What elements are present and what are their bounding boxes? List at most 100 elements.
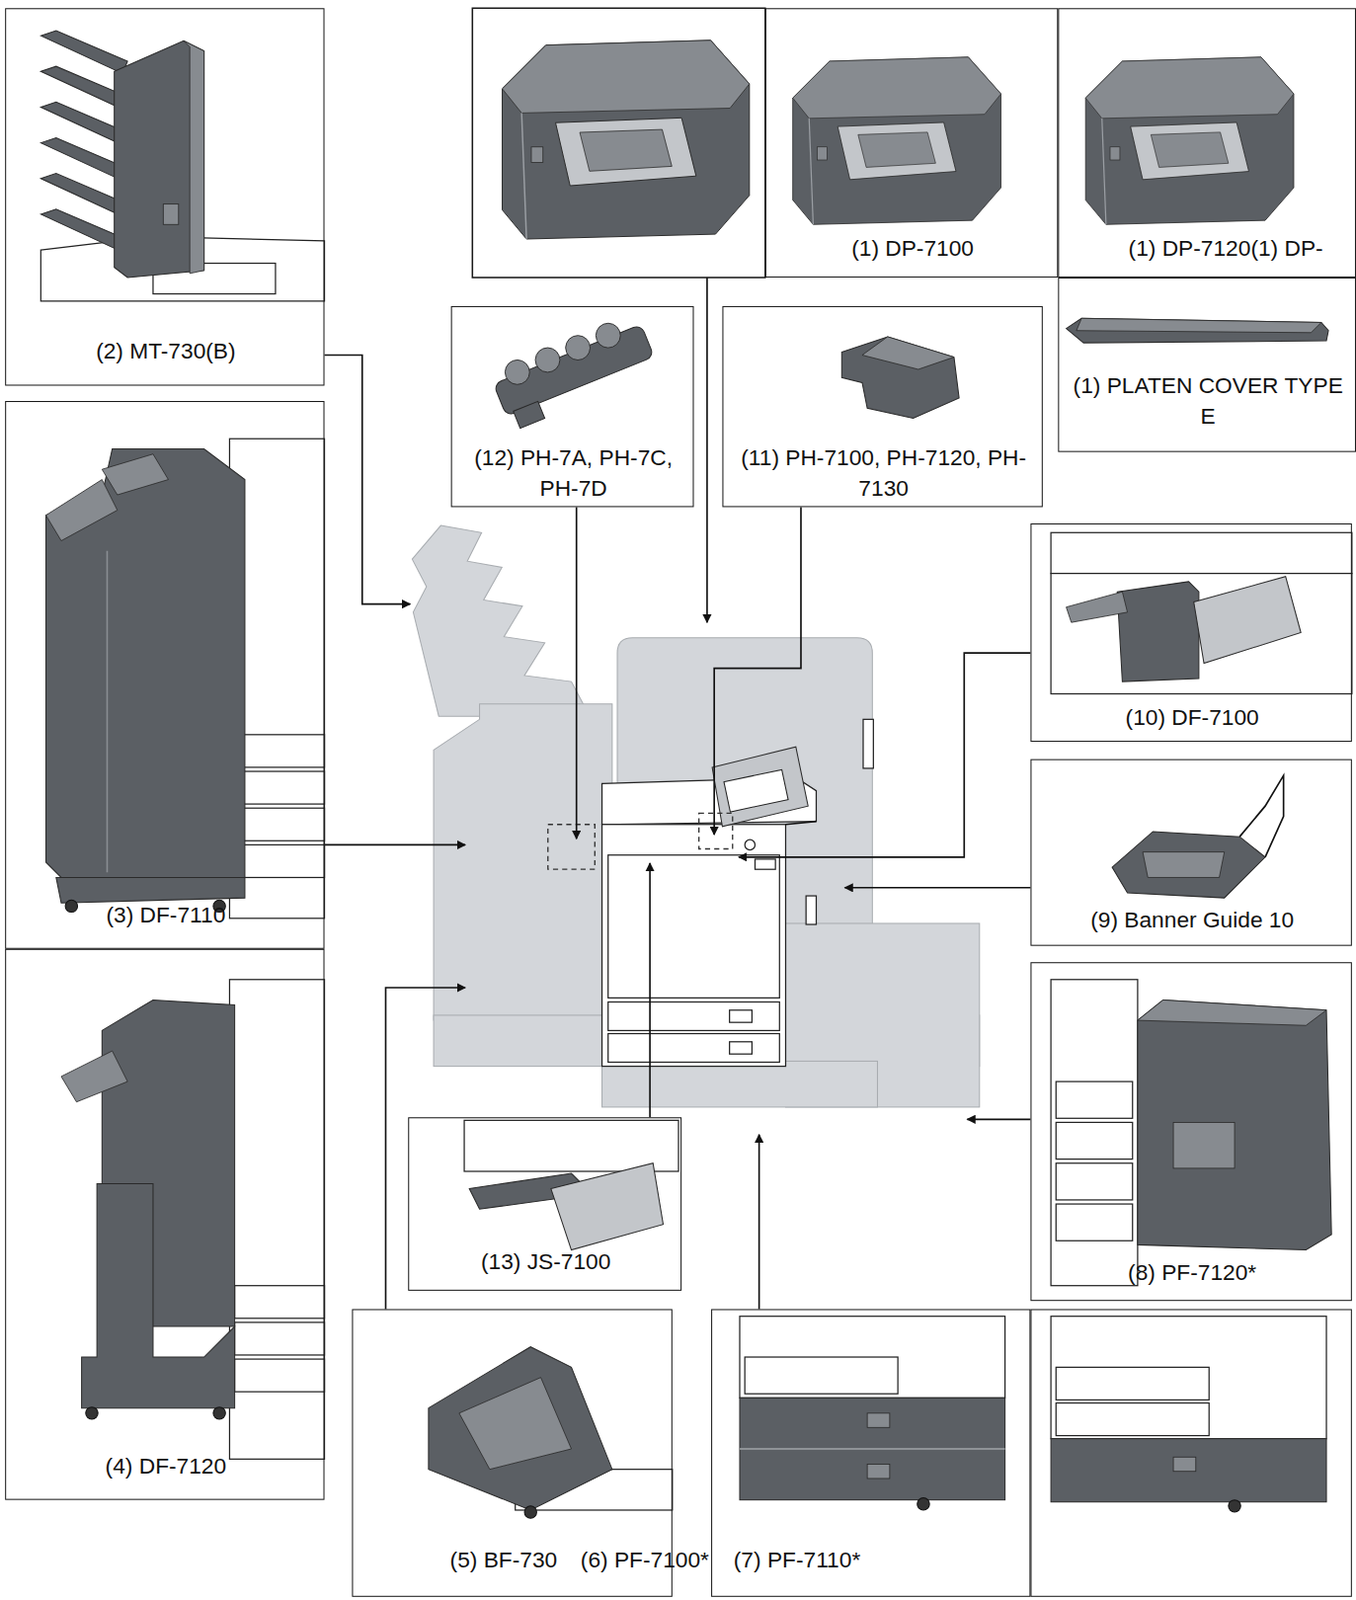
finisher-tray <box>1066 591 1128 623</box>
side-latch <box>863 718 874 769</box>
leader-arrow <box>706 277 709 623</box>
part-label: (1) DP-7100 <box>766 234 1059 265</box>
power-button <box>744 839 755 850</box>
leader-arrow <box>575 506 578 839</box>
cassette <box>1055 1163 1132 1200</box>
punch-body <box>493 323 655 416</box>
finisher-tray <box>61 1050 128 1103</box>
machine-drawing <box>548 718 875 1066</box>
paper-feeder <box>1050 1438 1327 1503</box>
cassette <box>744 1356 898 1394</box>
booklet-folder <box>428 1347 613 1511</box>
drawer-handle <box>867 1463 890 1478</box>
finisher-silhouette <box>433 704 613 1021</box>
platen-cover-top <box>1076 318 1322 332</box>
punch-gear <box>501 356 534 389</box>
caster <box>524 1506 537 1518</box>
option-panel: (3) DF-7110 <box>4 400 324 950</box>
drawer-handle <box>1173 1456 1197 1471</box>
option-panel: (9) Banner Guide 10 <box>1030 759 1352 947</box>
leader-arrow <box>714 506 801 835</box>
large-feeder-window <box>1173 1121 1235 1168</box>
cassette <box>235 844 325 878</box>
banner-guide <box>1112 831 1266 898</box>
cassette <box>235 1358 325 1392</box>
part-label: (4) DF-7120 <box>5 1450 325 1482</box>
leader-arrow <box>758 1134 761 1310</box>
banner-guide-inner <box>1142 852 1225 878</box>
adf-illustration <box>502 40 750 240</box>
finisher-leg <box>81 1183 236 1408</box>
caster <box>1228 1500 1241 1513</box>
finisher-base <box>56 877 245 903</box>
option-panel: (4) DF-7120 <box>4 949 324 1501</box>
cassette <box>235 771 325 804</box>
cassette <box>1055 1081 1132 1118</box>
part-label: (9) Banner Guide 10 <box>1031 904 1353 936</box>
install-position <box>548 824 596 870</box>
caster <box>65 899 78 912</box>
machine-body <box>602 824 787 1067</box>
large-feeder-top <box>1137 999 1327 1026</box>
machine-outline <box>464 1119 679 1172</box>
leader-arrow <box>966 1117 1031 1120</box>
mailbox-silhouette <box>411 525 590 717</box>
paper-feeder <box>739 1397 1006 1500</box>
indicator <box>754 859 776 870</box>
cassette <box>1055 1121 1132 1159</box>
cassette-handle <box>729 1041 753 1054</box>
leader-arrow <box>648 863 651 1117</box>
control-panel <box>1194 576 1301 664</box>
cassette <box>1055 1203 1132 1241</box>
caster <box>917 1498 930 1511</box>
part-label: (7) PF-7110* <box>733 1544 861 1576</box>
banner-wire <box>1239 775 1283 858</box>
mailbox-side <box>183 40 205 274</box>
part-label: (13) JS-7100 <box>408 1246 683 1277</box>
leader-arrow <box>324 844 467 847</box>
finisher-body <box>45 449 244 878</box>
machine-outline <box>1050 532 1353 573</box>
install-position <box>699 812 733 849</box>
machine-outline <box>739 1316 1006 1399</box>
part-label: (2) MT-730(B) <box>5 335 325 367</box>
punch-foot <box>513 400 546 428</box>
option-panel: (12) PH-7A, PH-7C, PH-7D <box>451 306 695 508</box>
part-label: (5) BF-730 <box>450 1544 559 1576</box>
caster <box>85 1407 98 1420</box>
cassette <box>235 734 325 768</box>
drawer-handle <box>867 1413 890 1428</box>
punch-gear <box>561 331 594 364</box>
control-panel <box>551 1163 664 1251</box>
machine-outline <box>229 979 324 1460</box>
leader-arrow <box>738 652 1031 858</box>
option-panel: (1) DP-7100 <box>765 7 1058 278</box>
machine-outline <box>1050 1316 1327 1439</box>
punch-top <box>862 336 955 370</box>
control-panel <box>712 746 808 827</box>
adf-illustration <box>793 57 1002 225</box>
booklet-tray <box>459 1377 572 1470</box>
body-edge <box>785 821 816 825</box>
part-label: (12) PH-7A, PH-7C, PH-7D <box>456 442 692 504</box>
leader-arrows <box>324 277 1032 1309</box>
machine-outline <box>1050 573 1353 695</box>
cassette <box>1055 1403 1209 1436</box>
inner-finisher <box>1116 581 1199 682</box>
option-panel: (10) DF-7100 <box>1030 523 1352 742</box>
option-panel: (2) MT-730(B) <box>4 7 324 386</box>
finisher-tray <box>45 479 117 542</box>
option-panel: (8) PF-7120* <box>1030 961 1352 1301</box>
part-label: (1) DP-7120(1) DP- <box>1128 234 1324 265</box>
cassette <box>235 1322 325 1356</box>
part-label: (10) DF-7100 <box>1031 702 1353 733</box>
leader-arrow <box>324 355 411 605</box>
punch-gear <box>592 319 625 352</box>
mailbox-body <box>114 40 205 278</box>
punch-unit <box>841 336 959 419</box>
option-panel: (1) DP-7120(1) DP- <box>1057 7 1356 278</box>
option-panel: (7) PF-7110* <box>1030 1308 1352 1596</box>
machine-silhouette <box>411 525 979 1108</box>
platen-cover <box>1066 318 1330 343</box>
